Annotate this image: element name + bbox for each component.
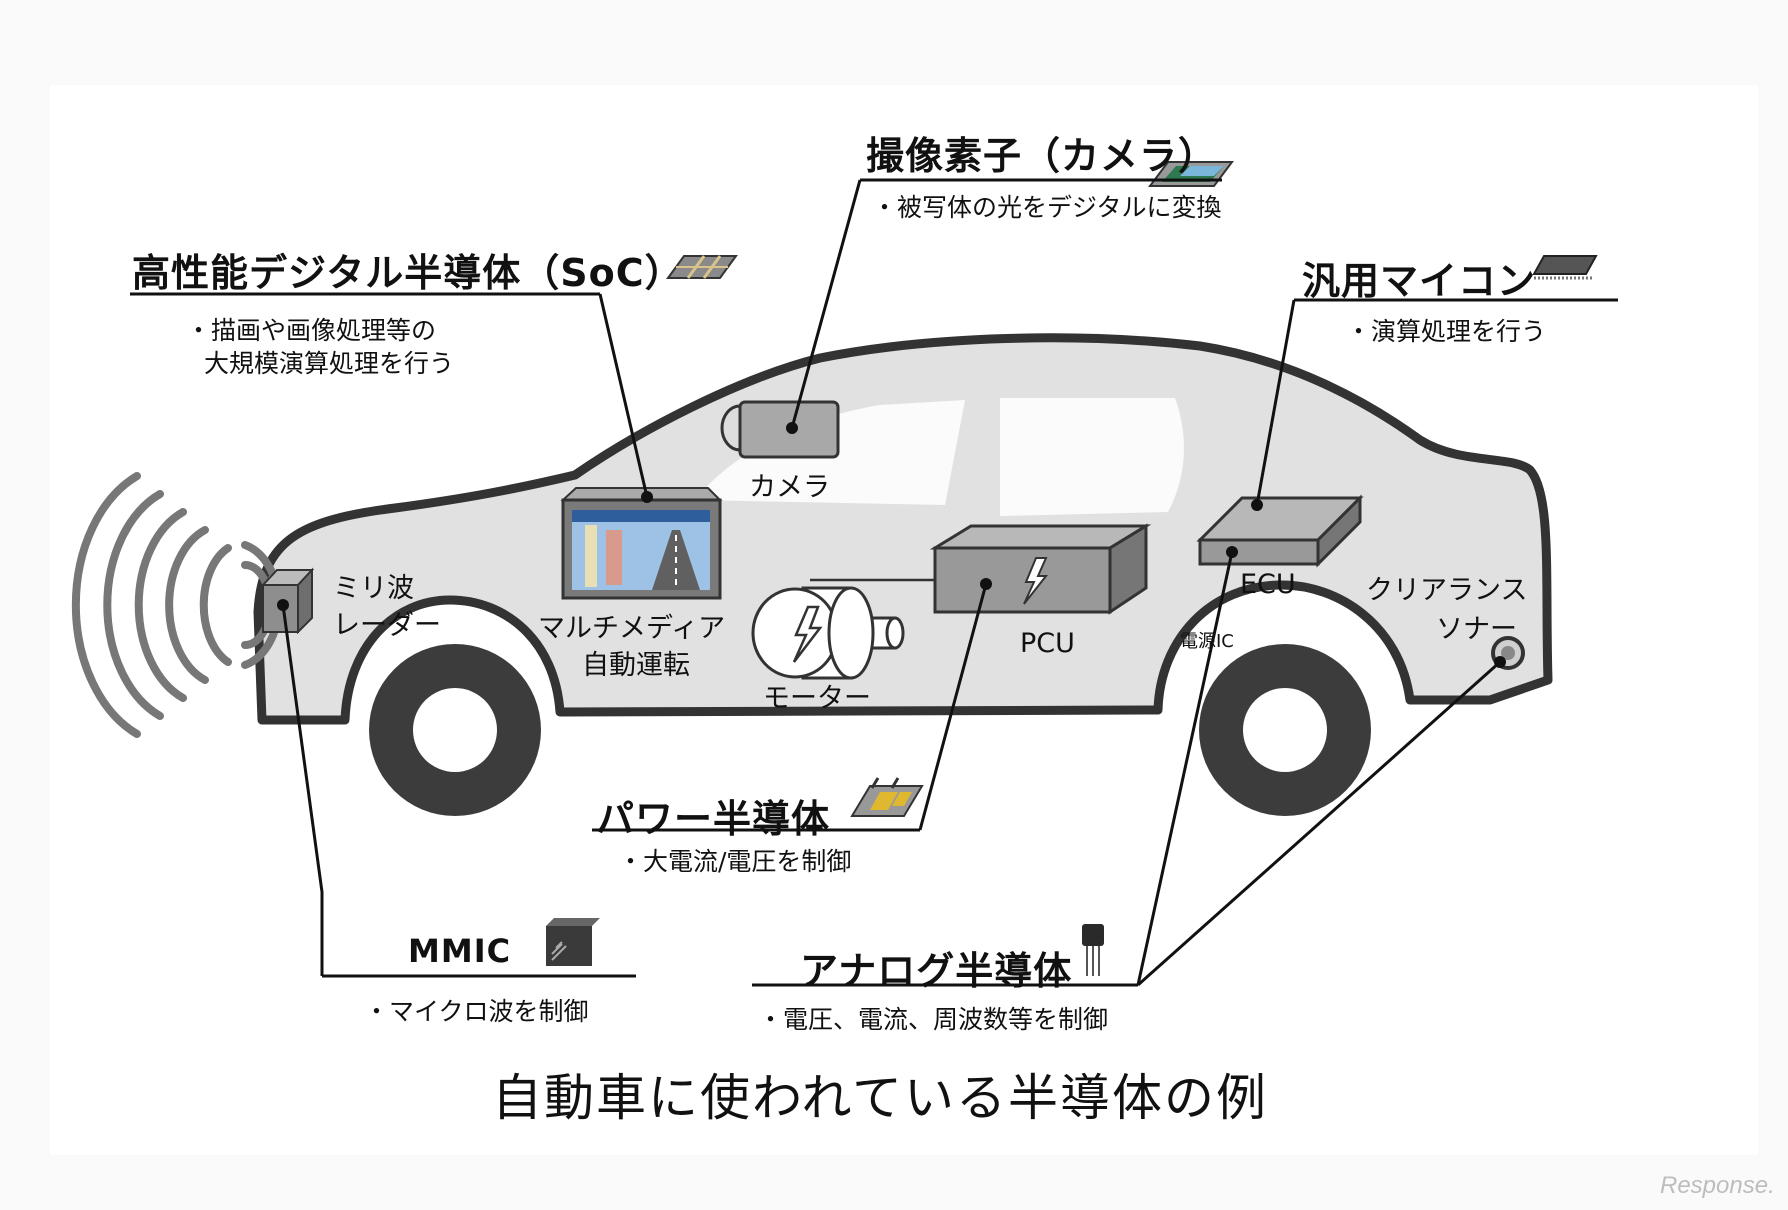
microcontroller-title: 汎用マイコン [1302, 259, 1537, 303]
ecu-label: ECU [1240, 569, 1296, 600]
soc-desc-line2: 大規模演算処理を行う [204, 349, 455, 378]
radar-unit-icon [260, 567, 315, 635]
soc-chip-icon [666, 255, 738, 279]
pcu-label: PCU [1020, 628, 1075, 659]
analog-semiconductor-title: アナログ半導体 [800, 949, 1073, 993]
motor-icon [751, 586, 905, 680]
pcu-box-icon [929, 523, 1152, 615]
radar-label-line2: レーダー [333, 610, 441, 641]
multimedia-label-line1: マルチメディア [538, 613, 726, 644]
car-body [253, 333, 1553, 725]
multimedia-display-icon [560, 487, 723, 600]
camera-label: カメラ [749, 472, 830, 503]
mmic-title: MMIC [408, 932, 512, 970]
sonar-label-line1: クリアランス [1366, 575, 1528, 606]
multimedia-label-line2: 自動運転 [582, 650, 690, 681]
diagram-caption: 自動車に使われている半導体の例 [492, 1069, 1268, 1127]
response-watermark: Response. [1660, 1172, 1775, 1199]
image-sensor-desc: ・被写体の光をデジタルに変換 [872, 193, 1222, 222]
soc-title: 高性能デジタル半導体（SoC） [132, 251, 684, 295]
ecu-box-icon [1196, 494, 1364, 568]
sonar-label-line2: ソナー [1436, 614, 1517, 645]
callout-underlines [130, 178, 1618, 987]
analog-semiconductor-desc: ・電圧、電流、周波数等を制御 [758, 1005, 1109, 1034]
rear-wheel [1199, 644, 1371, 816]
soc-desc-line1: ・描画や画像処理等の [186, 316, 437, 345]
front-wheel [369, 644, 541, 816]
image-sensor-title: 撮像素子（カメラ） [866, 134, 1218, 178]
motor-label: モーター [763, 683, 871, 714]
microcontroller-chip-icon [1532, 255, 1598, 280]
leader-dots [277, 422, 1506, 668]
mmic-desc: ・マイクロ波を制御 [364, 997, 589, 1026]
microcontroller-desc: ・演算処理を行う [1346, 317, 1547, 346]
mmic-chip-icon [546, 918, 600, 966]
leader-lines [281, 179, 1501, 987]
power-semiconductor-icon [850, 777, 924, 817]
radar-label-line1: ミリ波 [333, 573, 414, 604]
power-ic-label: 電源IC [1180, 631, 1234, 652]
camera-icon [720, 400, 840, 459]
power-semiconductor-desc: ・大電流/電圧を制御 [618, 847, 852, 876]
power-semiconductor-title: パワー半導体 [596, 797, 831, 841]
analog-transistor-icon [1082, 924, 1104, 976]
